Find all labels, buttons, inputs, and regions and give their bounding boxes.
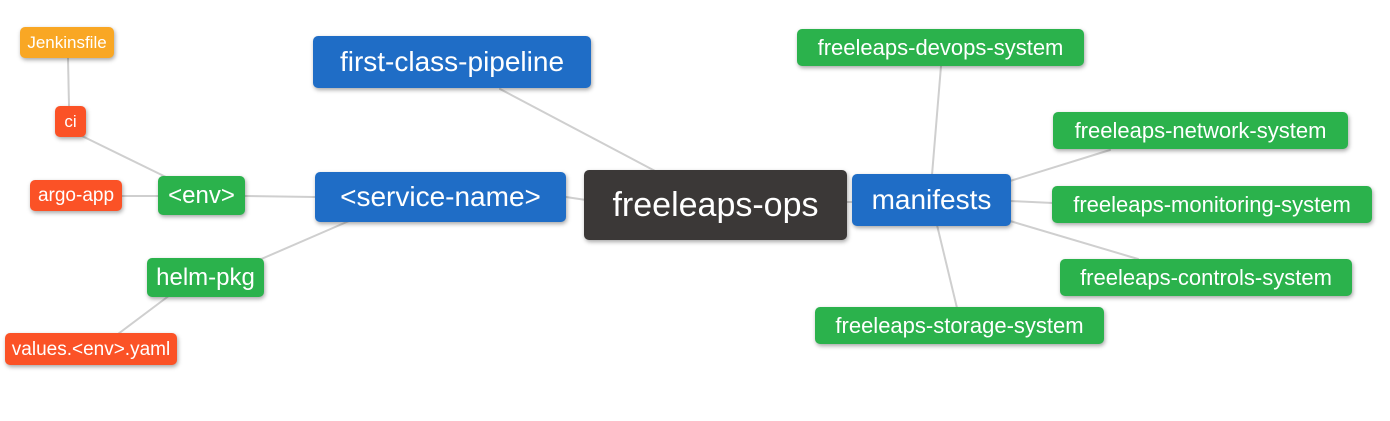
edge-jenkinsfile-ci [67, 57, 70, 107]
node-argo-app[interactable]: argo-app [30, 180, 122, 211]
node-service-name[interactable]: <service-name> [315, 172, 566, 222]
node-freeleaps-monitoring-system[interactable]: freeleaps-monitoring-system [1052, 186, 1372, 223]
edge-helm-pkg-service-name [258, 220, 350, 261]
node-values-env-yaml[interactable]: values.<env>.yaml [5, 333, 177, 365]
edge-manifests-devops [931, 65, 942, 176]
node-manifests[interactable]: manifests [852, 174, 1011, 226]
edge-manifests-storage [936, 224, 958, 309]
edge-manifests-monitoring [1009, 200, 1054, 204]
edge-pipeline-ops [499, 88, 658, 173]
node-ci[interactable]: ci [55, 106, 86, 137]
node-helm-pkg[interactable]: helm-pkg [147, 258, 264, 297]
edge-ci-env [81, 135, 171, 180]
node-freeleaps-devops-system[interactable]: freeleaps-devops-system [797, 29, 1084, 66]
node-freeleaps-network-system[interactable]: freeleaps-network-system [1053, 112, 1348, 149]
node-env[interactable]: <env> [158, 176, 245, 215]
edge-manifests-controls [1009, 220, 1139, 260]
node-first-class-pipeline[interactable]: first-class-pipeline [313, 36, 591, 88]
edge-values-helm-pkg [117, 294, 171, 335]
edge-manifests-network [1009, 149, 1111, 182]
node-freeleaps-controls-system[interactable]: freeleaps-controls-system [1060, 259, 1352, 296]
node-jenkinsfile[interactable]: Jenkinsfile [20, 27, 114, 58]
edge-env-service-name [244, 195, 316, 198]
node-freeleaps-ops[interactable]: freeleaps-ops [584, 170, 847, 240]
node-freeleaps-storage-system[interactable]: freeleaps-storage-system [815, 307, 1104, 344]
edge-service-name-ops [565, 196, 587, 201]
